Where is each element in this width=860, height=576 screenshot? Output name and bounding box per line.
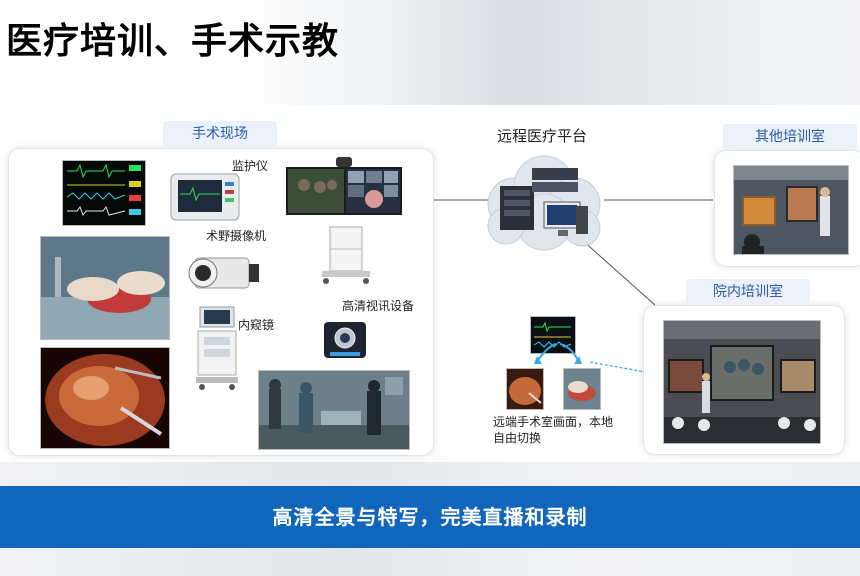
page-title: 医疗培训、手术示教 bbox=[6, 21, 340, 62]
platform-label: 远程医疗平台 bbox=[497, 127, 588, 145]
hd-video-camera-image bbox=[322, 320, 368, 360]
platform-cloud bbox=[478, 146, 608, 256]
other-training-tag: 其他培训室 bbox=[723, 124, 857, 150]
remote-or-view-2-photo bbox=[563, 368, 601, 410]
field-camera-label: 术野摄像机 bbox=[206, 229, 267, 243]
field-camera-image bbox=[185, 248, 263, 296]
inhouse-training-tag: 院内培训室 bbox=[686, 279, 810, 305]
surgery-hands-photo bbox=[40, 236, 170, 340]
endoscope-cart-image bbox=[194, 305, 240, 391]
patient-monitor-image bbox=[170, 170, 240, 222]
inhouse-training-room-photo bbox=[663, 320, 821, 444]
bottom-banner: 高清全景与特写，完美直播和录制 bbox=[0, 486, 860, 548]
remote-or-view-1-photo bbox=[506, 368, 544, 410]
hd-video-device-label: 高清视讯设备 bbox=[342, 299, 415, 313]
endoscope-label: 内窥镜 bbox=[238, 318, 275, 332]
vital-signs-screen-image bbox=[62, 160, 146, 226]
switch-arrows-icon bbox=[534, 343, 582, 364]
cloud-icon bbox=[487, 155, 601, 251]
remote-switch-caption-line2: 自由切换 bbox=[493, 431, 542, 445]
monitor-label: 监护仪 bbox=[232, 159, 269, 173]
video-conference-terminal-image bbox=[280, 155, 408, 285]
remote-switch-caption-line1: 远端手术室画面，本地 bbox=[493, 415, 614, 429]
operating-room-photo bbox=[258, 370, 410, 450]
background-top bbox=[0, 0, 860, 105]
endoscopic-view-photo bbox=[40, 347, 170, 449]
surgery-site-tag: 手术现场 bbox=[163, 121, 277, 147]
other-training-room-photo bbox=[733, 165, 849, 255]
